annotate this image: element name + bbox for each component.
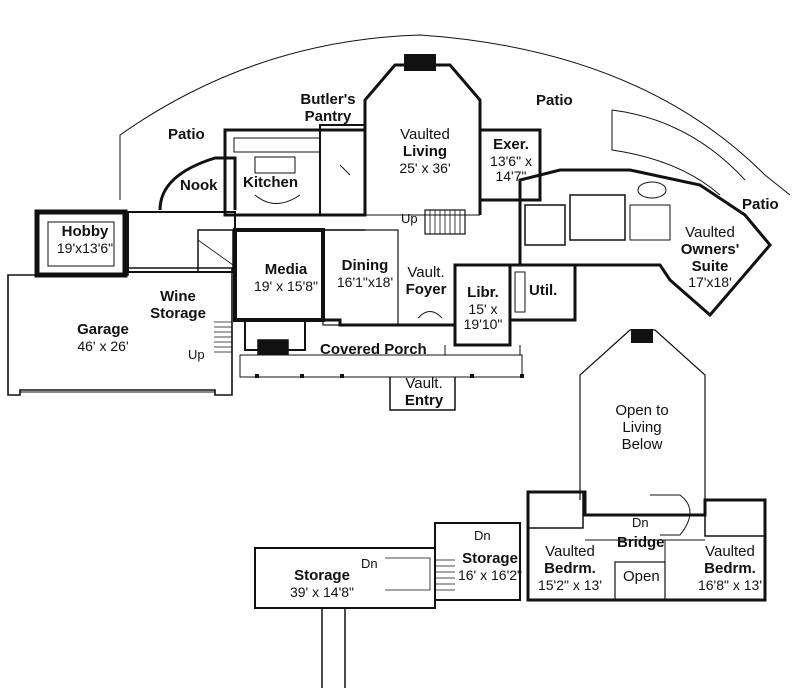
bedroom-left-label: Vaulted Bedrm. 15'2" x 13' [537,543,603,593]
garage-label: Garage 46' x 26' [77,321,129,354]
storage-small-label: Storage 16' x 16'2" [457,550,523,583]
nook-wall [158,156,237,211]
stair-up-garage-label: Up [188,347,205,362]
owners-suite-wall [518,168,772,318]
bridge-stairs-curve [650,494,691,536]
media-fireplace [257,339,289,355]
center-stairs [424,209,466,235]
kitchen-island [254,156,296,174]
bedroom-right-label: Vaulted Bedrm. 16'8" x 13' [697,543,763,593]
patio-top-label: Patio [536,92,573,109]
open-label: Open [623,568,660,585]
wine-storage-label: Wine Storage [150,288,206,322]
kitchen-island-curve [254,194,301,204]
nook-label: Nook [180,177,218,194]
storage-large-label: Storage 39' x 14'8" [289,567,355,600]
owners-tub [637,181,667,199]
foyer-label: Vault. Foyer [405,264,447,298]
wine-storage-closet [197,229,234,273]
covered-porch-outline [239,354,523,378]
exercise-room-wall [478,128,542,202]
stair-dn-storage-top-label: Dn [474,528,491,543]
butlers-pantry-wall [319,124,366,216]
owners-suite-label: Vaulted Owners' Suite 17'x18' [680,224,740,291]
owners-closet-2 [569,194,626,241]
garage-stairs [214,321,232,353]
patio-right-label: Patio [742,196,779,213]
hobby-inner-frame [47,221,115,267]
storage-stair-landing [385,557,431,591]
right-bath [704,499,766,537]
utility-label: Util. [529,282,558,299]
stair-dn-storage-left-label: Dn [361,556,378,571]
kitchen-label: Kitchen [243,174,299,191]
butlers-pantry-label: Butler's Pantry [300,91,356,125]
library-label: Libr. 15' x 19'10" [463,284,503,333]
media-label: Media 19' x 15'8" [253,261,319,294]
patio-left-label: Patio [168,126,205,143]
storage-stairs [435,559,455,591]
living-fireplace [404,54,436,71]
porch-columns [255,374,524,378]
patio-boundary-arc [119,34,791,200]
left-bath [527,491,584,529]
kitchen-counter [233,137,321,153]
wine-storage-wall [127,211,236,273]
entry-wall [389,377,456,411]
open-to-living-label: Open to Living Below [615,402,669,453]
patio-inner-arc-2 [611,110,721,196]
upper-fireplace [631,329,653,343]
owners-closet-1 [524,204,566,246]
entry-label: Vault. Entry [404,375,444,409]
foyer-door [417,311,443,319]
storage-chute [321,608,346,688]
owners-bath [629,204,671,241]
patio-inner-arc [611,109,746,181]
vaulted-living-label: Vaulted Living 25' x 36' [399,126,451,176]
stair-up-center-label: Up [401,211,418,226]
stair-dn-bridge-label: Dn [632,515,649,530]
covered-porch-label: Covered Porch [320,341,427,358]
utility-wall [508,263,577,322]
dining-label: Dining 16'1"x18' [336,257,394,290]
bridge-label: Bridge [617,534,665,551]
exer-label: Exer. 13'6" x 14'7" [490,136,532,185]
hobby-label: Hobby 19'x13'6" [56,223,114,256]
